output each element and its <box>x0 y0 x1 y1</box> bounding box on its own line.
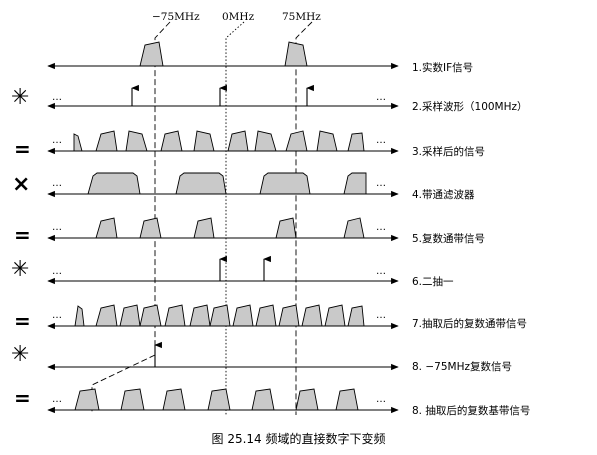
ellipsis: … <box>376 310 386 321</box>
ellipsis: … <box>376 178 386 189</box>
operator-multiply: × <box>12 172 30 197</box>
row-1-real-if-signal: 1.实数IF信号 <box>47 41 473 74</box>
ellipsis: … <box>376 266 386 277</box>
pulse <box>207 388 231 411</box>
pulse <box>254 130 277 152</box>
pulse <box>139 217 162 239</box>
pulse <box>295 388 319 411</box>
operator-convolve: ✳ <box>11 85 29 110</box>
row-label: 7.抽取后的复数通带信号 <box>412 317 527 330</box>
row-label: 8. −75MHz复数信号 <box>412 360 512 373</box>
ellipsis: … <box>52 92 62 103</box>
pulse <box>285 130 308 152</box>
ellipsis: … <box>52 178 62 189</box>
pulse <box>162 388 186 411</box>
pulse <box>164 304 186 327</box>
pulse <box>278 304 300 327</box>
pulse <box>275 217 297 239</box>
pulse <box>251 388 275 411</box>
operator-equals: = <box>14 223 31 247</box>
pulse <box>125 130 148 152</box>
pulse <box>73 133 83 152</box>
row-label: 5.复数通带信号 <box>412 232 485 245</box>
shift-guide <box>91 354 156 412</box>
pulse <box>284 41 308 67</box>
ellipsis: … <box>376 92 386 103</box>
pulse <box>160 130 183 152</box>
pulse <box>139 304 162 327</box>
row-2-sampling-waveform: ✳ … … 2.采样波形（100MHz） <box>11 84 528 113</box>
pulse <box>209 304 231 327</box>
freq-label-0: 0MHz <box>222 11 255 23</box>
pulse <box>324 304 346 327</box>
ellipsis: … <box>52 310 62 321</box>
row-label: 4.带通滤波器 <box>412 188 475 201</box>
pulse <box>193 130 215 152</box>
row-4-bandpass-filter: × … … 4.带通滤波器 <box>12 172 475 201</box>
pulse <box>120 388 145 411</box>
pulse <box>95 217 118 239</box>
operator-equals: = <box>14 309 31 333</box>
pulse <box>255 304 277 327</box>
pulse <box>232 304 254 327</box>
pulse <box>335 388 359 411</box>
row-9-complex-baseband: = … … 8. 抽取后的复数基带信号 <box>14 386 530 417</box>
row-3-sampled-signal: = … … 3.采样后的信号 <box>14 130 485 161</box>
row-6-decimate: ✳ … … 6.二抽一 <box>11 255 454 288</box>
pulse <box>189 304 211 327</box>
ellipsis: … <box>376 222 386 233</box>
operator-convolve: ✳ <box>11 342 29 367</box>
row-7-decimated-passband: = … … 7.抽取后的复数通带信号 <box>14 304 527 333</box>
row-label: 2.采样波形（100MHz） <box>412 100 528 113</box>
row-5-complex-passband: = … … 5.复数通带信号 <box>14 217 485 247</box>
row-label: 8. 抽取后的复数基带信号 <box>412 404 530 417</box>
freq-label-75: 75MHz <box>282 11 321 23</box>
ellipsis: … <box>376 135 386 146</box>
pulse <box>227 130 249 152</box>
filter-passband <box>175 172 227 195</box>
freq-label-neg75: −75MHz <box>152 11 200 23</box>
pulse <box>343 217 365 239</box>
pulse <box>316 130 338 152</box>
filter-passband <box>87 172 141 195</box>
figure-caption: 图 25.14 频域的直接数字下变频 <box>211 432 386 446</box>
pulse <box>193 217 215 239</box>
row-8-neg75-complex-signal: ✳ 8. −75MHz复数信号 <box>11 341 512 373</box>
filter-passband <box>343 172 367 195</box>
ellipsis: … <box>52 135 62 146</box>
pulse <box>119 304 141 327</box>
pulse <box>95 304 118 327</box>
pulse <box>95 130 118 152</box>
pulse <box>74 388 100 411</box>
row-label: 1.实数IF信号 <box>412 61 473 74</box>
operator-equals: = <box>14 386 31 410</box>
pulse <box>347 132 365 152</box>
pulse <box>74 305 85 327</box>
ellipsis: … <box>52 394 62 405</box>
ellipsis: … <box>52 222 62 233</box>
filter-passband <box>259 172 311 195</box>
pulse <box>347 305 365 327</box>
pulse <box>139 41 164 67</box>
row-label: 6.二抽一 <box>412 275 454 288</box>
row-label: 3.采样后的信号 <box>412 145 485 158</box>
guide-lines <box>154 21 313 415</box>
pulse <box>301 304 323 327</box>
ellipsis: … <box>376 394 386 405</box>
operator-convolve: ✳ <box>11 257 29 282</box>
ellipsis: … <box>52 266 62 277</box>
operator-equals: = <box>14 137 31 161</box>
